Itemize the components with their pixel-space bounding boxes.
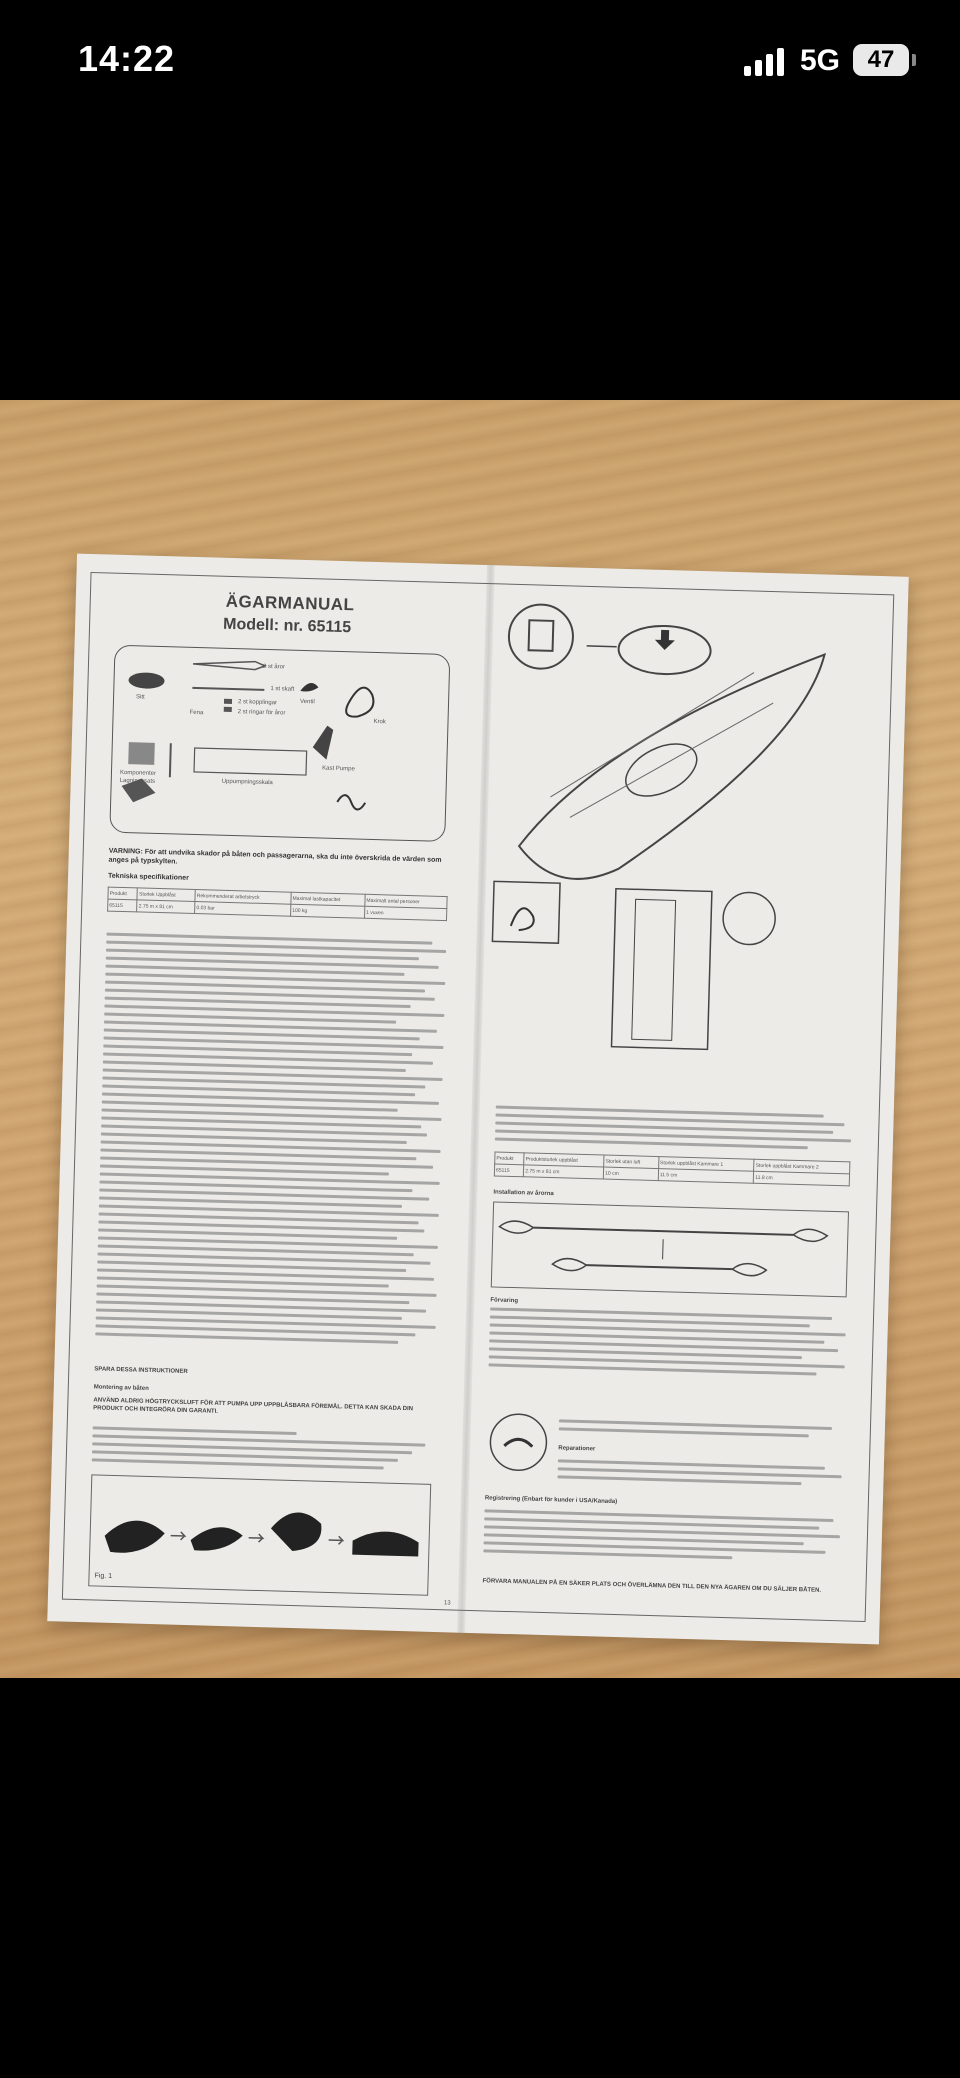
paddle-assembly-illustration xyxy=(498,1220,829,1277)
spec-cell: 100 kg xyxy=(290,904,365,919)
part-pump: Kast Pumpe xyxy=(322,765,355,773)
paddle-diagram xyxy=(490,1201,850,1298)
valve-closeup-icon xyxy=(489,1413,548,1472)
part-paddle: 2 st åror xyxy=(262,663,286,671)
spec-header: Produkt xyxy=(107,887,138,900)
registration-text xyxy=(483,1509,840,1567)
kayak-illustration xyxy=(491,603,826,1051)
part-couplings: 2 st kopplingar xyxy=(237,699,278,707)
part-valve: Ventil xyxy=(299,698,315,706)
part-component: Komponenter xyxy=(119,769,157,777)
part-fin: Fena xyxy=(189,709,204,717)
battery-icon: 47 xyxy=(853,44,909,76)
network-type: 5G xyxy=(800,44,841,77)
inflation-cell: 10 cm xyxy=(603,1167,659,1181)
spec-cell: 1 vuxen xyxy=(364,906,447,921)
figure-label: Fig. 1 xyxy=(94,1572,113,1580)
part-seat: Sitt xyxy=(135,694,145,701)
page-number: 13 xyxy=(443,1600,451,1607)
photo-view[interactable]: ÄGARMANUAL Modell: nr. 65115 2 st åror 1… xyxy=(0,400,960,1678)
part-repair: Lagningssats xyxy=(119,777,156,785)
storage-text: Förvaring xyxy=(488,1297,846,1381)
repair-heading: Reparationer xyxy=(558,1445,596,1453)
part-shaft: 1 st skaft xyxy=(270,686,295,693)
parts-diagram: 2 st åror 1 st skaft 2 st kopplingar 2 s… xyxy=(109,644,451,842)
spec-cell: 65115 xyxy=(107,899,138,912)
model-number: Modell: nr. 65115 xyxy=(222,615,352,637)
status-bar: 14:22 5G 47 xyxy=(0,0,960,120)
battery-tip xyxy=(912,54,916,66)
signal-icon xyxy=(744,46,786,76)
inflation-cell: 65115 xyxy=(494,1163,524,1177)
folding-steps-illustration xyxy=(104,1512,419,1557)
spec-cell: 0.03 bar xyxy=(194,901,291,917)
warnings-body-text xyxy=(95,932,447,1350)
clock: 14:22 xyxy=(78,38,176,79)
parts-illustration xyxy=(121,660,375,811)
part-ring: 2 st ringar för åror xyxy=(237,709,286,717)
figure-1 xyxy=(88,1474,432,1596)
inflation-cell: 11.8 cm xyxy=(753,1171,850,1186)
spec-cell: 2.75 m x 81 cm xyxy=(137,899,196,914)
inflation-cell: 2.75 m x 81 cm xyxy=(523,1164,604,1180)
inflation-header: Produkt xyxy=(494,1151,525,1165)
part-hook: Krok xyxy=(373,718,386,726)
inflation-cell: 11.5 cm xyxy=(658,1168,754,1184)
manual-sheet: ÄGARMANUAL Modell: nr. 65115 2 st åror 1… xyxy=(47,553,909,1645)
manual-title: ÄGARMANUAL xyxy=(225,591,355,615)
